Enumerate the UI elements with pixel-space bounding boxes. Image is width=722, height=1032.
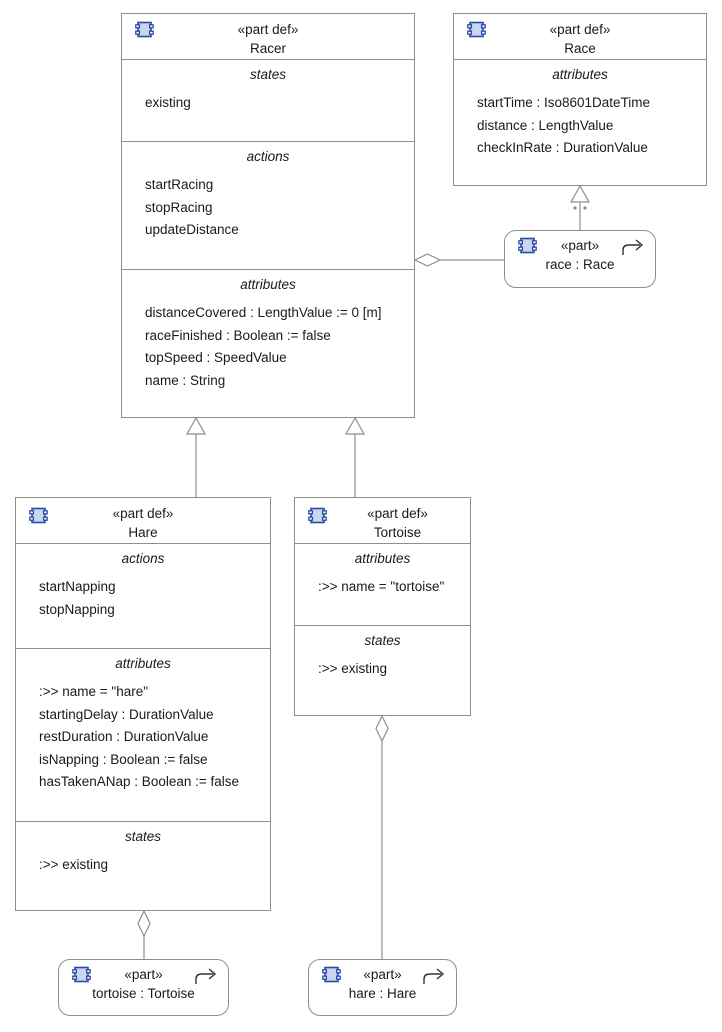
attribute-item: raceFinished : Boolean := false [145, 327, 331, 343]
race-attributes-compartment: attributes startTime : Iso8601DateTime d… [454, 59, 706, 186]
race-definition-dot [583, 206, 587, 210]
tortoise-part-def[interactable]: «part def» Tortoise attributes :>> name … [294, 497, 471, 716]
compartment-title: attributes [115, 656, 171, 671]
race-stereotype: «part def» [549, 22, 611, 37]
part-icon [308, 507, 327, 524]
state-item: existing [145, 95, 191, 110]
hare-generalization-arrowhead [185, 416, 207, 435]
tortoise-hare-diamond [375, 714, 389, 743]
racer-states-compartment: states existing [122, 59, 414, 142]
racer-attributes-compartment: attributes distanceCovered : LengthValue… [122, 269, 414, 418]
compartment-title: actions [246, 149, 290, 164]
reference-arrow-icon [622, 239, 644, 255]
hare-usage-stereotype: «part» [363, 967, 402, 982]
part-icon [467, 21, 486, 38]
race-usage-name: race : Race [545, 257, 615, 272]
compartment-title: states [364, 633, 401, 648]
action-item: stopNapping [39, 601, 115, 617]
race-header: «part def» Race [454, 14, 706, 58]
racer-header: «part def» Racer [122, 14, 414, 58]
attribute-item: distanceCovered : LengthValue := 0 [m] [145, 305, 382, 320]
attribute-item: :>> name = "tortoise" [318, 579, 445, 594]
compartment-title: attributes [354, 551, 411, 566]
race-usage-stereotype: «part» [560, 238, 600, 253]
part-icon [72, 966, 91, 983]
race-part-usage[interactable]: «part» race : Race [504, 230, 656, 288]
race-definition-arrowhead [569, 184, 591, 203]
tortoise-usage-name: tortoise : Tortoise [92, 986, 195, 1001]
state-item: :>> existing [318, 661, 388, 676]
tortoise-part-usage[interactable]: «part» tortoise : Tortoise [58, 959, 229, 1016]
attribute-item: name : String [145, 372, 226, 388]
attribute-item: startTime : Iso8601DateTime [477, 95, 651, 110]
hare-actions-compartment: actions startNapping stopNapping [16, 543, 270, 649]
tortoise-usage-stereotype: «part» [124, 967, 163, 982]
tortoise-stereotype: «part def» [367, 506, 428, 521]
part-icon [135, 21, 154, 38]
hare-stereotype: «part def» [112, 506, 174, 521]
compartment-title: attributes [240, 277, 296, 292]
tortoise-header: «part def» Tortoise [295, 498, 470, 542]
attribute-item: restDuration : DurationValue [39, 729, 209, 744]
hare-attributes-compartment: attributes :>> name = "hare" startingDel… [16, 648, 270, 822]
action-item: startNapping [39, 579, 116, 594]
part-icon [518, 237, 537, 254]
hare-usage-name: hare : Hare [348, 986, 417, 1001]
part-icon [322, 966, 341, 983]
compartment-title: attributes [552, 67, 608, 82]
hare-part-usage[interactable]: «part» hare : Hare [308, 959, 457, 1016]
compartment-title: states [249, 67, 287, 82]
compartment-title: actions [121, 551, 165, 566]
reference-arrow-icon [195, 968, 217, 984]
racer-race-diamond [413, 253, 442, 267]
racer-part-def[interactable]: «part def» Racer states existing actions… [121, 13, 415, 418]
hare-states-compartment: states :>> existing [16, 821, 270, 911]
compartment-title: states [124, 829, 162, 844]
race-name: Race [564, 41, 596, 56]
hare-part-def[interactable]: «part def» Hare actions startNapping sto… [15, 497, 271, 911]
tortoise-attributes-compartment: attributes :>> name = "tortoise" [295, 543, 470, 626]
racer-name: Racer [249, 41, 286, 56]
action-item: stopRacing [145, 199, 213, 215]
attribute-item: :>> name = "hare" [39, 684, 149, 699]
attribute-item: isNapping : Boolean := false [39, 751, 208, 767]
tortoise-generalization-arrowhead [344, 416, 366, 435]
hare-name: Hare [128, 525, 158, 540]
action-item: startRacing [145, 177, 214, 192]
hare-header: «part def» Hare [16, 498, 270, 542]
action-item: updateDistance [145, 222, 239, 237]
reference-arrow-icon [423, 968, 445, 984]
part-icon [29, 507, 48, 524]
attribute-item: startingDelay : DurationValue [39, 706, 214, 722]
racer-stereotype: «part def» [237, 22, 299, 37]
attribute-item: distance : LengthValue [477, 117, 614, 133]
attribute-item: checkInRate : DurationValue [477, 140, 648, 155]
racer-actions-compartment: actions startRacing stopRacing updateDis… [122, 141, 414, 270]
race-part-def[interactable]: «part def» Race attributes startTime : I… [453, 13, 707, 186]
tortoise-name: Tortoise [373, 525, 422, 540]
hare-tortoise-diamond [137, 909, 151, 938]
attribute-item: hasTakenANap : Boolean := false [39, 774, 240, 789]
attribute-item: topSpeed : SpeedValue [145, 350, 287, 365]
state-item: :>> existing [39, 857, 109, 872]
race-definition-dot [573, 206, 577, 210]
tortoise-states-compartment: states :>> existing [295, 625, 470, 716]
